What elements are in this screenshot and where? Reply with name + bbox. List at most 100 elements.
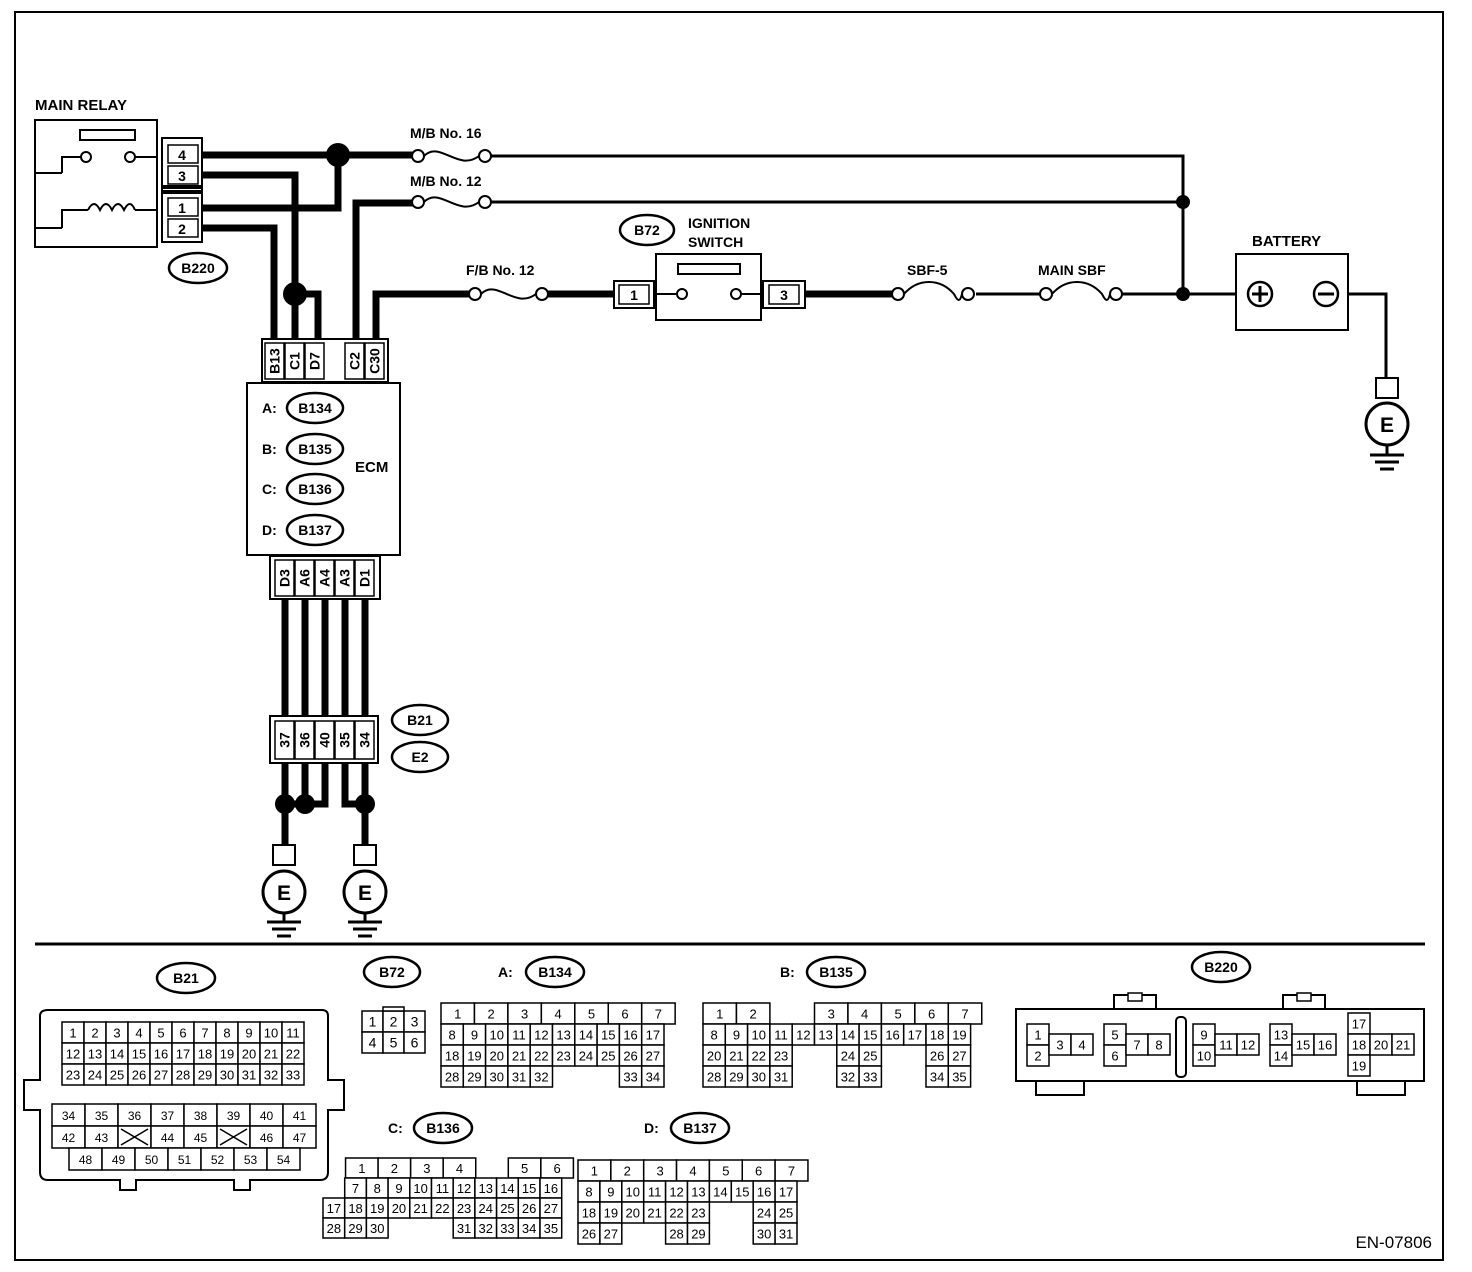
connector-prefix: D: [644,1120,659,1136]
pin-label: 22 [286,1047,300,1062]
wire-battery-ground [1340,292,1388,378]
pin-label: 27 [604,1227,618,1242]
pin-label: 35 [544,1221,558,1236]
pin-label: 17 [779,1185,793,1200]
pin-label: 22 [752,1049,766,1064]
pin-label: 26 [582,1227,596,1242]
pin-label: 2 [390,1014,398,1030]
pin-label: 23 [457,1201,471,1216]
junction-dot [1176,287,1190,301]
pin-label: 4 [456,1161,463,1176]
pin-label: 31 [242,1068,256,1083]
connector-code: B136 [298,481,332,497]
ground-right: E [342,844,388,938]
pin-label: 54 [277,1153,291,1167]
relay-pin-label: 4 [178,147,186,163]
pin-label: 17 [176,1047,190,1062]
pin-label: 8 [1155,1038,1162,1053]
ignition-pin-label: 3 [780,287,788,303]
pin-label: 6 [928,1007,935,1022]
connector-prefix: A: [498,964,513,980]
pin-label: 1 [454,1007,461,1022]
pin-cell [304,342,325,380]
pin-label: 39 [227,1109,241,1123]
pin-label: 20 [626,1206,640,1221]
pin-label: A3 [337,569,353,587]
pin-label: 21 [413,1201,427,1216]
pin-label: 6 [755,1164,762,1179]
pin-label: 17 [1352,1017,1366,1032]
fuse-mb16: M/B No. 16 [410,125,492,163]
pin-cell [294,559,315,597]
pin-label: 11 [286,1026,300,1041]
pin-label: 38 [194,1109,208,1123]
relay-pin-label: 1 [178,200,186,216]
pin-label: 20 [707,1049,721,1064]
pin-label: 7 [1133,1038,1140,1053]
ignition-pin-label: 1 [630,287,638,303]
pin-label: 5 [521,1161,528,1176]
pin-label: 6 [621,1007,628,1022]
pin-label: 14 [579,1028,593,1043]
pin-label: 50 [145,1153,159,1167]
pin-label: 34 [930,1070,944,1085]
pin-label: 15 [132,1047,146,1062]
pin-label: 19 [467,1049,481,1064]
wire-mb16-battery [490,154,1185,295]
pin-label: 30 [220,1068,234,1083]
pin-cell [354,559,375,597]
pin-cell [314,559,335,597]
pin-cell [947,1065,972,1088]
pin-label: 6 [1111,1049,1118,1064]
pin-label: 4 [861,1007,868,1022]
pin-label: 18 [348,1201,362,1216]
pin-label: 19 [220,1047,234,1062]
blank-pin-icon [120,1128,149,1146]
pin-label: 6 [411,1035,419,1051]
pin-label: 18 [445,1049,459,1064]
connector-code: B135 [298,441,332,457]
connector-code: B135 [819,964,853,980]
pin-label: 29 [198,1068,212,1083]
pin-cell [539,1217,563,1239]
pin-label: 18 [198,1047,212,1062]
pin-label: 3 [828,1007,835,1022]
pin-label: 28 [445,1070,459,1085]
fuse-label: SBF-5 [907,262,948,278]
pin-label: 4 [135,1026,142,1041]
pin-label: 5 [722,1164,729,1179]
pin-label: 27 [544,1201,558,1216]
connector-badge [167,251,229,285]
pin-label: 9 [733,1028,740,1043]
pin-label: 28 [327,1221,341,1236]
pin-label: 13 [556,1028,570,1043]
pin-label: 6 [554,1161,561,1176]
pin-cell [640,1065,665,1088]
pin-label: 32 [841,1070,855,1085]
fuse-icon [423,196,480,208]
pin-label: 24 [841,1049,855,1064]
ground-battery: E [1364,377,1410,471]
pin-label: 17 [908,1028,922,1043]
pin-label: 24 [579,1049,593,1064]
pin-label: 15 [601,1028,615,1043]
pin-label: 35 [952,1070,966,1085]
pin-label: 9 [471,1028,478,1043]
pin-label: 26 [132,1068,146,1083]
pin-label: 13 [479,1181,493,1196]
pin-label: 25 [779,1206,793,1221]
ignition-title-line1: IGNITION [688,215,750,231]
pin-label: 4 [554,1007,561,1022]
relay-coil-icon [87,203,136,213]
pin-cell [266,1147,301,1171]
pin-label: 4 [689,1164,696,1179]
ecm-connector-prefix: C: [262,481,277,497]
pin-cell [314,720,335,760]
pin-label: 12 [534,1028,548,1043]
pin-cell [364,342,385,380]
pin-label: 25 [601,1049,615,1064]
pin-label: 18 [930,1028,944,1043]
document-code: EN-07806 [1355,1233,1432,1252]
pin-label: 5 [157,1026,164,1041]
